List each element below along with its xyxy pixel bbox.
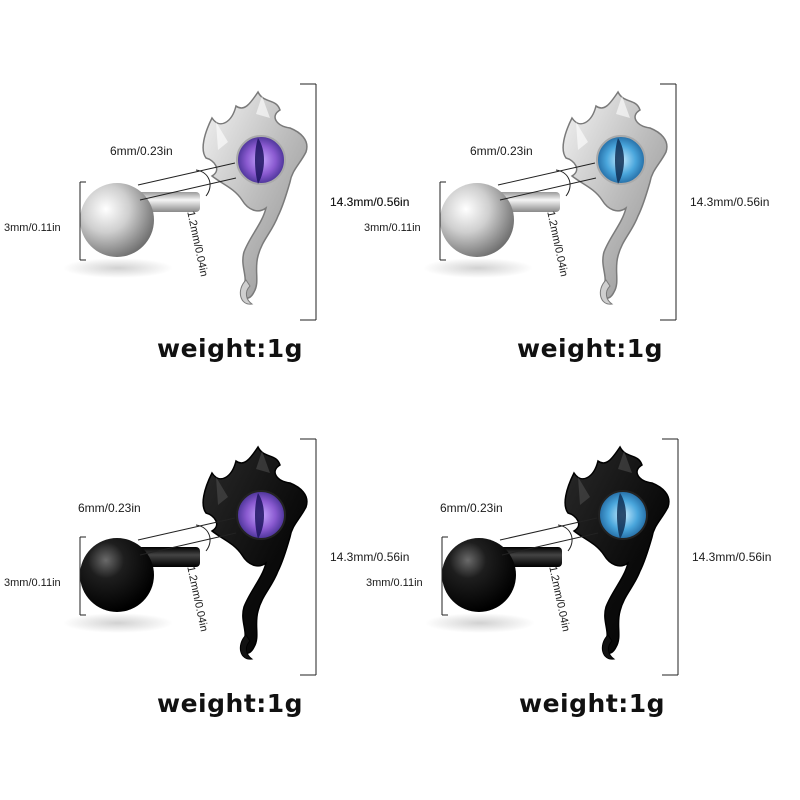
dimension-lines [79,83,317,321]
earring-illustration [425,438,679,676]
height-label: 14.3mm/0.56in [330,550,410,564]
dragon-charm [564,445,670,660]
height-label: 14.3mm/0.56in [330,195,410,209]
height-left-label: 14.3mm/0.56in [330,195,410,209]
barbell-ball [440,183,514,257]
dragon-charm [202,90,308,305]
weight-label: weight:1g [517,334,664,363]
weight-label: weight:1g [157,334,304,363]
ball-diameter-label: 3mm/0.11in [4,577,61,589]
barbell-ball [442,538,516,612]
ball-length-label: 6mm/0.23in [440,501,503,515]
ball-length-label: 6mm/0.23in [470,144,533,158]
dimension-lines [79,438,317,676]
dimension-lines [439,83,677,321]
ball-length-label: 6mm/0.23in [110,144,173,158]
barbell-ball [80,183,154,257]
earring-illustration [63,438,317,676]
height-label: 14.3mm/0.56in [690,195,770,209]
product-panel-silver-blue: 6mm/0.23in 14.3mm/0.56in 3mm/0.11in 1.2m… [330,0,769,400]
weight-label: weight:1g [519,689,666,718]
ball-diameter-label: 3mm/0.11in [366,577,423,589]
ball-diameter-label: 3mm/0.11in [364,222,421,234]
product-panel-black-purple: 6mm/0.23in 3mm/0.11in 1.2mm/0.04in 14.3m… [0,355,409,755]
dimension-lines [441,438,679,676]
weight-label: weight:1g [157,689,304,718]
earring-illustration [63,83,317,321]
product-panel-black-blue: 6mm/0.23in 3mm/0.11in 1.2mm/0.04in 14.3m… [362,355,771,755]
product-panel-silver-purple: 6mm/0.23in 3mm/0.11in 1.2mm/0.04in 14.3m… [0,0,409,400]
height-label: 14.3mm/0.56in [692,550,772,564]
dragon-charm [202,445,308,660]
ball-length-label: 6mm/0.23in [78,501,141,515]
earring-illustration [423,83,677,321]
dragon-charm [562,90,668,305]
barbell-ball [80,538,154,612]
ball-diameter-label: 3mm/0.11in [4,222,61,234]
